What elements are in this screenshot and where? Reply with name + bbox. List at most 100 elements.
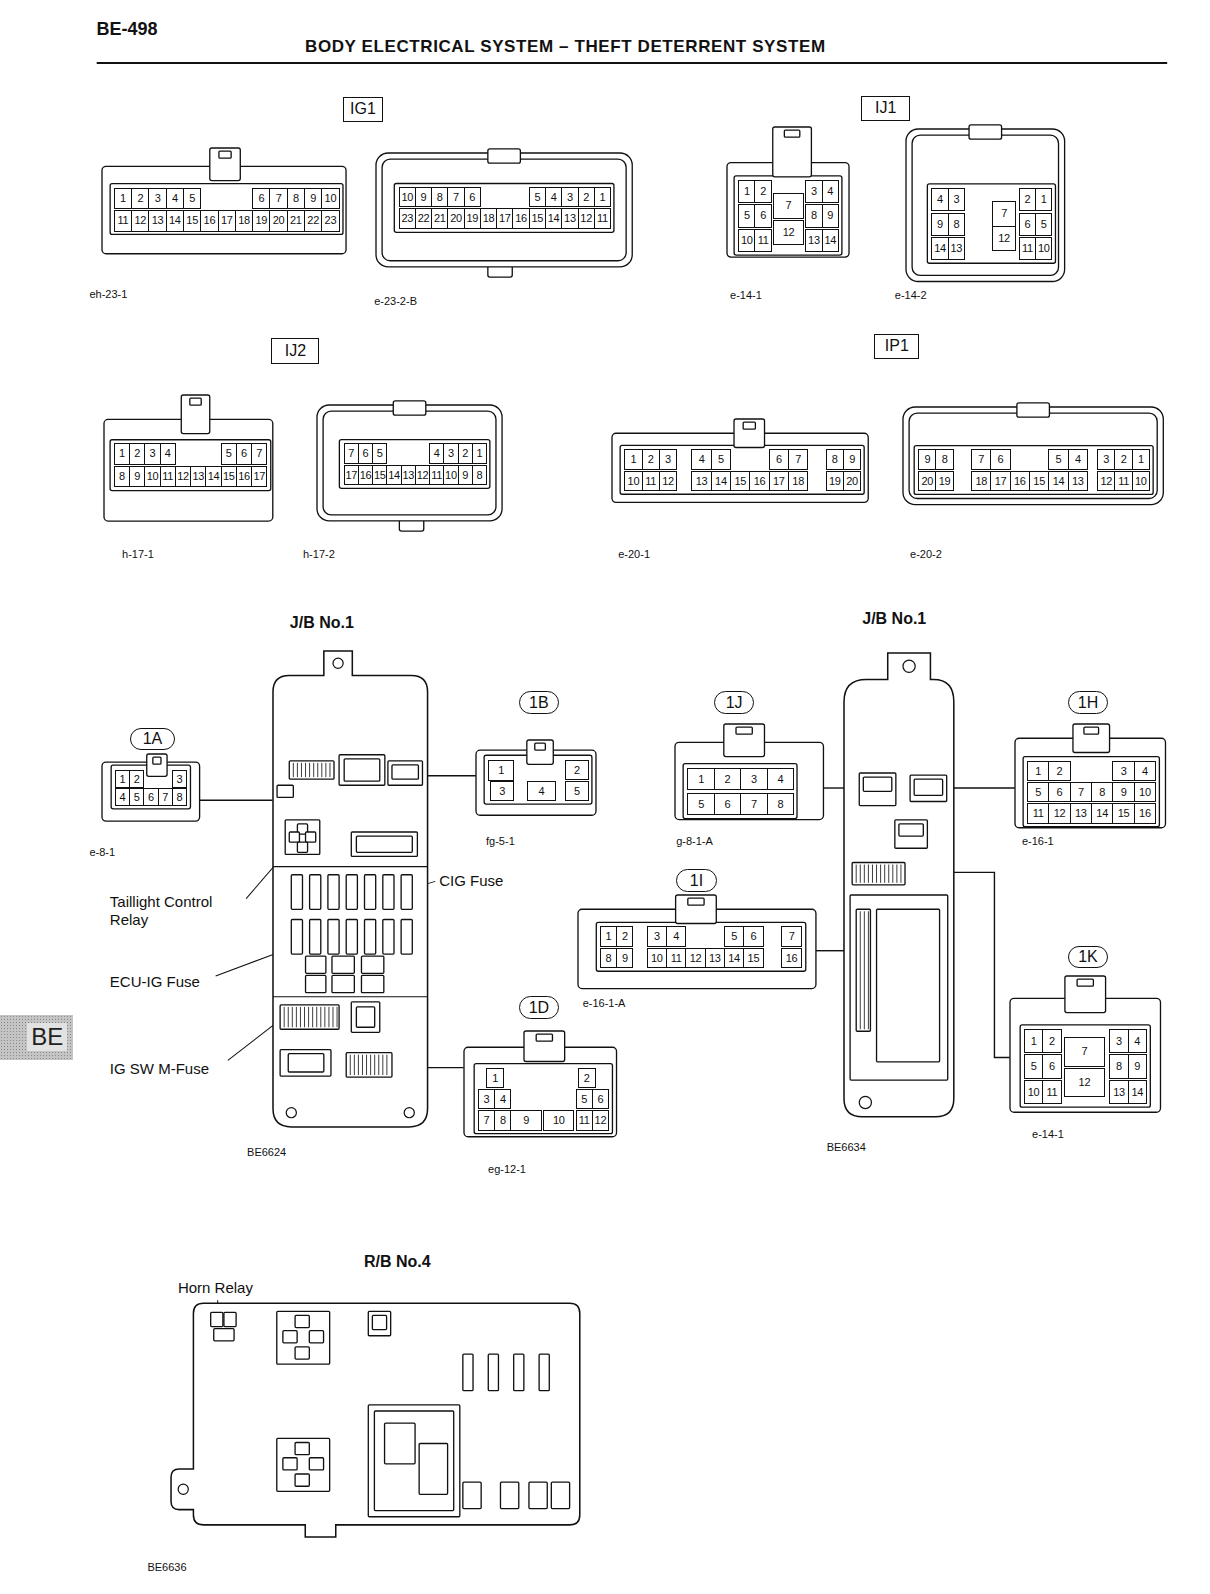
pin-number: 10: [647, 948, 667, 968]
pin-number: 4: [166, 188, 184, 209]
pin-number: 12: [1048, 803, 1070, 823]
part-outline: [529, 1483, 547, 1509]
pin-number: 11: [114, 210, 132, 231]
pin-number: 7: [251, 443, 267, 464]
connector-housing-inner: [912, 135, 1058, 275]
socket-stripe: [312, 1007, 313, 1027]
pin-number: 11: [1042, 1080, 1061, 1104]
connector-code: 1H: [1078, 695, 1098, 711]
pin-number: 9: [822, 204, 839, 227]
connector-latch: [146, 754, 166, 776]
socket-stripe: [868, 864, 869, 882]
pin-number: 3: [740, 768, 767, 790]
pin-number: 11: [576, 1110, 593, 1130]
part-outline: [463, 1483, 481, 1509]
connector-caption: e-23-2-B: [374, 295, 417, 308]
pin-number: 6: [743, 926, 763, 946]
pin-number: 7: [1064, 1037, 1106, 1066]
pin-number: 7: [971, 449, 991, 469]
pin-number: 8: [472, 465, 487, 485]
socket-stripe: [316, 1007, 317, 1027]
latch-slot: [219, 152, 231, 159]
pin-number: 9: [918, 449, 936, 469]
pin-number: 2: [578, 187, 595, 207]
part-outline: [346, 874, 357, 909]
block-heading: J/B No.1: [862, 610, 926, 628]
socket-stripe: [374, 1054, 375, 1074]
pin-frame: [110, 439, 271, 490]
pin-number: 4: [115, 788, 130, 806]
connector-face: 12345678: [102, 754, 200, 821]
part-outline: [899, 824, 923, 836]
pin-number: 12: [685, 948, 705, 968]
pin-number: 8: [826, 449, 844, 469]
pin-number: 2: [129, 770, 144, 788]
pin-number: 11: [1114, 471, 1132, 491]
socket-stripe: [357, 1054, 358, 1074]
pin-frame: [395, 183, 615, 232]
pin-number: 9: [304, 188, 322, 209]
pin-number: 11: [642, 471, 660, 491]
latch-slot: [536, 1034, 552, 1041]
pin-number: 17: [251, 466, 267, 487]
socket-stripe: [332, 1007, 333, 1027]
socket-stripe: [320, 1007, 321, 1027]
pin-number: 9: [843, 449, 861, 469]
part-outline: [374, 1411, 453, 1511]
pin-number: 4: [527, 781, 556, 801]
mount-hole: [859, 1096, 871, 1108]
pin-number: 12: [592, 1110, 609, 1130]
connector-latch: [675, 895, 716, 923]
pin-number: 12: [1064, 1068, 1106, 1097]
pin-number: 4: [1134, 761, 1156, 781]
pin-number: 4: [494, 1089, 511, 1109]
connector-code-oval: 1J: [714, 691, 755, 713]
pin-number: 4: [931, 188, 948, 211]
pin-number: 3: [1109, 1029, 1128, 1053]
connector-caption: eh-23-1: [89, 288, 127, 301]
pin-number: 12: [659, 471, 677, 491]
part-outline: [309, 919, 320, 954]
pin-number: 6: [1042, 1054, 1061, 1078]
pin-number: 1: [472, 443, 487, 463]
pin-number: 8: [600, 948, 617, 968]
connector-code: IG1: [350, 101, 376, 117]
pin-number: 19: [826, 471, 844, 491]
part-outline: [391, 765, 417, 779]
pin-number: 3: [561, 187, 578, 207]
pin-number: 1: [738, 180, 755, 203]
connector-face: 4321987651413121110: [906, 129, 1065, 282]
connector-socket: [346, 1052, 392, 1076]
pin-number: 14: [1091, 803, 1113, 823]
pin-number: 12: [773, 220, 805, 245]
socket-stripe: [283, 1007, 284, 1027]
part-outline: [305, 956, 325, 973]
pin-number: 12: [1097, 471, 1115, 491]
part-outline: [291, 874, 302, 909]
part-outline: [289, 832, 299, 842]
connector-face: 1234567891011121314: [727, 127, 849, 257]
pin-number: 5: [372, 443, 387, 463]
pin-number: 11: [754, 229, 771, 252]
socket-stripe: [361, 1054, 362, 1074]
part-outline: [331, 975, 353, 992]
connector-code-box: IP1: [874, 334, 919, 359]
connector-face: 12345: [476, 740, 596, 815]
pin-number: 10: [1134, 782, 1156, 802]
connector-code: 1I: [690, 873, 703, 889]
pin-number: 4: [160, 443, 176, 464]
connector-housing: [903, 407, 1163, 505]
latch-slot: [190, 398, 201, 405]
part-outline: [401, 919, 412, 954]
latch-slot: [736, 727, 752, 734]
pin-number: 2: [1114, 449, 1132, 469]
part-outline: [384, 1424, 415, 1465]
connector-housing: [1010, 998, 1160, 1112]
pin-number: 7: [344, 443, 359, 463]
part-outline: [295, 1474, 309, 1486]
pin-number: 3: [1097, 449, 1115, 469]
connector-housing-inner: [323, 411, 496, 515]
socket-stripe: [349, 1054, 350, 1074]
pin-number: 13: [148, 210, 166, 231]
pin-number: 15: [1029, 471, 1049, 491]
